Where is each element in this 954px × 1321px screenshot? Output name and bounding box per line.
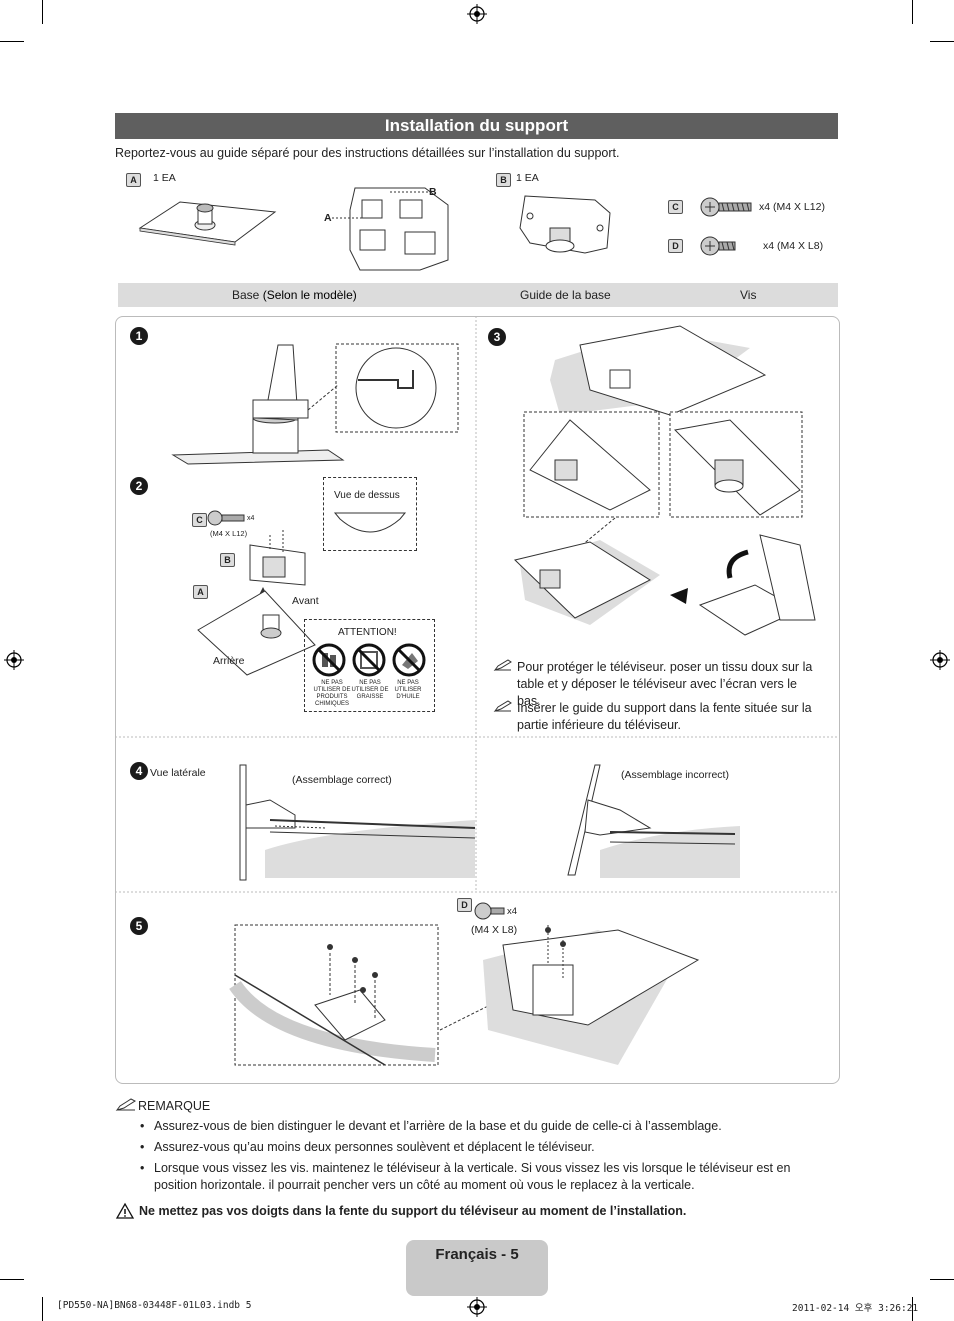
label-vis: Vis xyxy=(740,288,757,302)
label-base: Base (Selon le modèle) xyxy=(232,288,357,302)
part-a-badge: A xyxy=(126,173,141,187)
list-item: Assurez-vous qu’au moins deux personnes … xyxy=(138,1139,828,1156)
note-pencil-icon xyxy=(115,1098,137,1111)
label-guide: Guide de la base xyxy=(520,288,611,302)
step3-note-1: Pour protéger le téléviseur. poser un ti… xyxy=(517,660,813,708)
no-chemicals-label: NE PAS UTILISER DE PRODUITS CHIMIQUES xyxy=(313,680,351,707)
part-a-qty: 1 EA xyxy=(153,172,176,184)
step-3-number: 3 xyxy=(488,328,506,346)
step2-c-badge: C xyxy=(192,513,207,527)
base-guide-illustration xyxy=(519,195,611,254)
no-oil-label: NE PAS UTILISER D’HUILE xyxy=(394,680,422,700)
step5-detail-illustration xyxy=(229,924,439,1066)
warning-triangle-icon xyxy=(115,1202,135,1219)
part-c-spec: x4 (M4 X L12) xyxy=(759,201,825,213)
parts-label-bar: Base (Selon le modèle) Guide de la base … xyxy=(118,283,838,307)
incorrect-assembly-label: (Assemblage incorrect) xyxy=(621,769,729,781)
step3-note-2: Insérer le guide du support dans la fent… xyxy=(517,701,812,732)
registration-mark-icon xyxy=(930,650,950,670)
screw-l12-icon xyxy=(700,197,752,217)
top-view-label: Vue de dessus xyxy=(334,490,400,501)
list-item: Lorsque vous vissez les vis. maintenez l… xyxy=(138,1160,828,1194)
no-grease-icon xyxy=(352,643,386,677)
steps-panel xyxy=(115,316,840,1084)
step1-illustration xyxy=(171,343,459,465)
step5-d-qty: x4 xyxy=(507,906,518,917)
callout-b: B xyxy=(429,186,437,198)
crop-mark xyxy=(930,1279,954,1280)
footer-date: 2011-02-14 오후 3:26:21 xyxy=(792,1303,919,1314)
back-label: Arrière xyxy=(213,655,245,667)
attention-box xyxy=(304,619,435,712)
top-view-illustration xyxy=(333,512,407,533)
correct-assembly-label: (Assemblage correct) xyxy=(292,774,392,786)
crop-mark xyxy=(930,41,954,42)
incorrect-assembly-illustration xyxy=(567,764,740,878)
panel-dividers xyxy=(115,316,838,893)
guide-assembly-illustration xyxy=(332,187,449,271)
part-d-spec: x4 (M4 X L8) xyxy=(763,240,824,252)
crop-mark xyxy=(42,0,43,24)
part-c-badge: C xyxy=(668,200,683,214)
step-1-number: 1 xyxy=(130,327,148,345)
step2-c-spec: (M4 X L12) xyxy=(210,529,248,538)
step-5-number: 5 xyxy=(130,917,148,935)
warning-text: Ne mettez pas vos doigts dans la fente d… xyxy=(139,1204,687,1218)
registration-mark-icon xyxy=(4,650,24,670)
step5-leader-line xyxy=(439,984,531,1031)
step2-a-badge: A xyxy=(193,585,208,599)
no-chemicals-icon xyxy=(312,643,346,677)
part-b-qty: 1 EA xyxy=(516,172,539,184)
step5-d-spec: (M4 X L8) xyxy=(471,924,518,936)
crop-mark xyxy=(912,0,913,24)
step2-illustration xyxy=(197,530,316,676)
remarque-list: Assurez-vous de bien distinguer le devan… xyxy=(138,1118,828,1198)
attention-title: ATTENTION! xyxy=(338,627,397,638)
no-grease-label: NE PAS UTILISER DE GRAISSE xyxy=(351,680,389,700)
part-b-badge: B xyxy=(496,173,511,187)
step-2-number: 2 xyxy=(130,477,148,495)
crop-mark xyxy=(912,1297,913,1321)
remarque-title: REMARQUE xyxy=(138,1099,211,1113)
top-view-box xyxy=(323,477,417,551)
side-view-label: Vue latérale xyxy=(150,767,206,779)
crop-mark xyxy=(0,1279,24,1280)
registration-mark-icon xyxy=(467,1297,487,1317)
no-oil-icon xyxy=(392,643,426,677)
front-label: Avant xyxy=(292,595,319,607)
base-illustration xyxy=(138,201,277,246)
registration-mark-icon xyxy=(467,4,487,24)
callout-a: A xyxy=(324,212,332,224)
screw-icon xyxy=(207,510,245,526)
note-pencil-icon xyxy=(493,659,512,671)
screw-icon xyxy=(474,902,505,920)
step3-illustration xyxy=(513,325,816,636)
note-pencil-icon xyxy=(493,700,512,712)
part-d-badge: D xyxy=(668,239,683,253)
step5-d-badge: D xyxy=(457,898,472,912)
footer-file: [PD550-NA]BN68-03448F-01L03.indb 5 xyxy=(57,1300,252,1311)
intro-text: Reportez-vous au guide séparé pour des i… xyxy=(115,146,620,160)
crop-mark xyxy=(0,41,24,42)
step2-b-badge: B xyxy=(220,553,235,567)
list-item: Assurez-vous de bien distinguer le devan… xyxy=(138,1118,828,1135)
correct-assembly-illustration xyxy=(239,764,476,881)
page-number: Français - 5 xyxy=(406,1240,548,1296)
section-title: Installation du support xyxy=(115,113,838,139)
screw-l8-icon xyxy=(700,236,736,256)
step-4-number: 4 xyxy=(130,762,148,780)
step5-tv-illustration xyxy=(483,925,700,1065)
step2-c-qty: x4 xyxy=(247,515,255,522)
crop-mark xyxy=(42,1297,43,1321)
